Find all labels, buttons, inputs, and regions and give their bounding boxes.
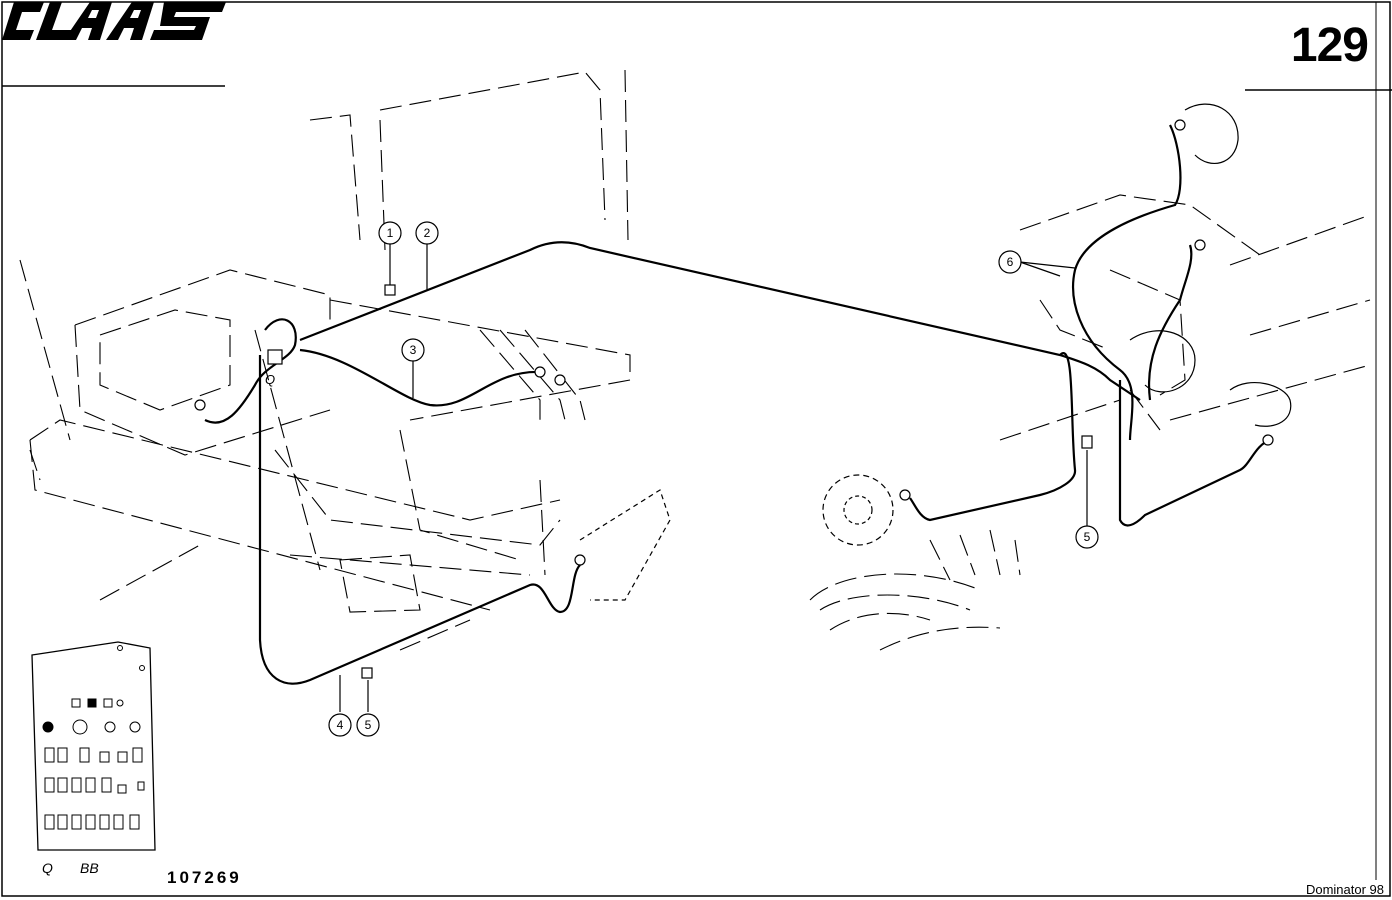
index-ref-bb: BB	[80, 860, 99, 876]
callout-3: 3	[410, 343, 417, 357]
claas-logo	[2, 2, 226, 40]
drawing-number: 107269	[167, 868, 242, 887]
machine-outline	[19, 69, 1371, 651]
component-outline	[579, 103, 1292, 601]
model-name: Dominator 98	[1305, 882, 1384, 897]
connector-group	[194, 119, 1274, 679]
callout-labels: 1 2 3 4 5 5 6 Q	[265, 226, 1091, 732]
callout-1: 1	[387, 226, 394, 240]
callout-5b: 5	[1084, 530, 1091, 544]
cable-harness	[204, 124, 1271, 685]
callout-6: 6	[1007, 255, 1014, 269]
index-ref-q: Q	[42, 860, 53, 876]
callout-2: 2	[424, 226, 431, 240]
index-panel	[31, 641, 156, 851]
callout-group	[328, 221, 1099, 737]
page-number: 129	[1290, 19, 1369, 72]
inline-label-q: Q	[265, 372, 275, 387]
callout-4: 4	[337, 718, 344, 732]
callout-5: 5	[365, 718, 372, 732]
